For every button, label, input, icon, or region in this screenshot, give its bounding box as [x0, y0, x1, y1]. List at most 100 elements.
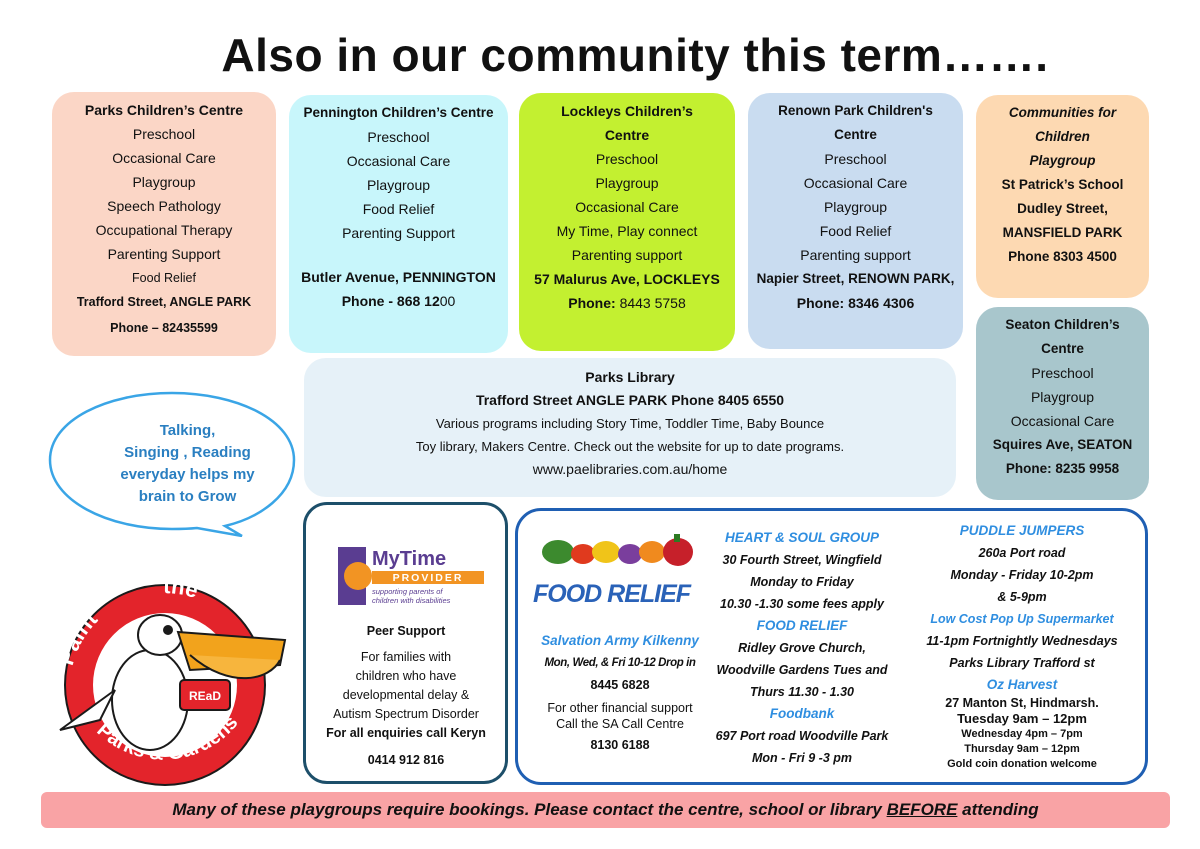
mytime-line: For families with [360, 650, 452, 664]
parks-phone: Phone – 82435599 [110, 321, 218, 335]
lockleys-phone-label: Phone: [568, 295, 616, 311]
mytime-provider-card [303, 502, 508, 784]
parks-line: Occasional Care [112, 150, 216, 166]
mytime-line: developmental delay & [342, 688, 470, 702]
lockleys-address: 57 Malurus Ave, LOCKLEYS [534, 271, 720, 287]
communities-for-children-card: Communities for Children Playgroup St Pa… [976, 95, 1149, 298]
bubble-line: brain to Grow [138, 488, 237, 505]
mytime-logo-tag: supporting parents of [372, 587, 443, 596]
mytime-logo-tag: children with disabilities [372, 596, 451, 605]
mytime-provider-logo: MyTime PROVIDER supporting parents of ch… [338, 547, 484, 605]
pennington-name: Pennington Children’s Centre [303, 105, 494, 120]
ozharvest-line: Thursday 9am – 12pm [964, 743, 1080, 755]
heart-soul-line: 30 Fourth Street, Wingfield [722, 553, 882, 567]
parks-childrens-centre-card: Parks Children’s Centre Preschool Occasi… [52, 92, 276, 356]
food-relief-heading: FOOD RELIEF [756, 618, 848, 633]
parks-line: Parenting Support [107, 246, 221, 262]
mytime-heading: Peer Support [366, 624, 446, 638]
bubble-line: Singing , Reading [124, 444, 251, 461]
pennington-address: Butler Avenue, PENNINGTON [301, 269, 496, 285]
cfc-line: Playgroup [1029, 153, 1096, 168]
library-line: Toy library, Makers Centre. Check out th… [415, 439, 845, 454]
pennington-phone: Phone - 868 1200 [289, 289, 508, 313]
renown-line: Preschool [824, 151, 887, 167]
svg-text:the: the [163, 573, 201, 603]
mytime-logo-word: MyTime [372, 548, 446, 570]
renown-address: Napier Street, RENOWN PARK, [756, 271, 955, 286]
vegetables-icon [542, 534, 693, 566]
speech-bubble [48, 391, 296, 537]
puddle-line: 260a Port road [978, 546, 1066, 560]
lockleys-phone: Phone: 8443 5758 [519, 291, 735, 315]
page-title: Also in our community this term……. [221, 29, 1049, 81]
lockleys-name: Lockleys Children’s [561, 103, 693, 119]
seaton-line: Preschool [1031, 365, 1094, 381]
parks-line: Playgroup [132, 174, 196, 190]
foodbank-heading: Foodbank [769, 706, 835, 721]
library-name: Parks Library [585, 369, 675, 385]
mascot-word-the: the [163, 573, 201, 603]
mascot-badge: REaD [189, 689, 221, 703]
ozharvest-line: Wednesday 4pm – 7pm [961, 728, 1083, 740]
seaton-name: Seaton Children’s [1005, 317, 1120, 332]
seaton-line: Occasional Care [1010, 413, 1115, 429]
renown-phone: Phone: 8346 4306 [796, 295, 915, 311]
bubble-line: everyday helps my [120, 466, 255, 483]
pennington-line: Parenting Support [342, 225, 455, 241]
seaton-line: Playgroup [1030, 389, 1095, 405]
notice-emph: BEFORE [886, 800, 958, 819]
pennington-line: Preschool [367, 129, 430, 145]
heart-soul-heading: HEART & SOUL GROUP [724, 530, 880, 545]
lockleys-phone-number: 8443 5758 [615, 295, 686, 311]
bubble-line: Talking, [159, 422, 216, 439]
renown-park-childrens-centre-card: Renown Park Children's Centre Preschool … [748, 93, 963, 349]
lockleys-line: Parenting support [571, 247, 683, 263]
lockleys-line: Playgroup [595, 175, 659, 191]
pennington-line: Food Relief [362, 201, 435, 217]
cfc-suburb: MANSFIELD PARK [1002, 225, 1123, 240]
ozharvest-heading: Oz Harvest [986, 677, 1058, 692]
other-support: Call the SA Call Centre [556, 717, 684, 731]
mytime-line: children who have [355, 669, 457, 683]
parks-line: Preschool [132, 126, 196, 142]
lockleys-name: Centre [604, 127, 650, 143]
renown-line: Occasional Care [803, 175, 908, 191]
notice-post: attending [957, 800, 1039, 819]
mytime-phone: 0414 912 816 [367, 753, 445, 767]
pennington-phone-label: Phone - 868 12 [341, 293, 440, 309]
paint-the-parks-mascot-logo: Paint the Parks & Gardens REaD [53, 573, 287, 786]
parks-line: Speech Pathology [107, 198, 221, 214]
seaton-name: Centre [1041, 341, 1084, 356]
heart-and-soul-column: HEART & SOUL GROUP 30 Fourth Street, Win… [702, 527, 902, 769]
lockleys-childrens-centre-card: Lockleys Children’s Centre Preschool Pla… [519, 93, 735, 351]
lockleys-line: Preschool [595, 151, 659, 167]
heart-soul-line: Monday to Friday [750, 575, 854, 589]
booking-notice: Many of these playgroups require booking… [41, 792, 1170, 828]
seaton-address: Squires Ave, SEATON [992, 437, 1133, 452]
cfc-line: Communities for [1008, 105, 1117, 120]
salvation-days: Mon, Wed, & Fri 10-12 Drop in [544, 657, 696, 669]
mytime-logo-sub: PROVIDER [393, 572, 464, 584]
pennington-phone-tail: 00 [439, 293, 456, 309]
ozharvest-line: Tuesday 9am – 12pm [957, 711, 1087, 726]
other-phone: 8130 6188 [590, 738, 650, 752]
seaton-phone: Phone: 8235 9958 [1005, 461, 1120, 476]
foodbank-line: 697 Port road Woodville Park [715, 729, 889, 743]
food-relief-line: Woodville Gardens Tues and [716, 663, 888, 677]
other-support: For other financial support [547, 701, 693, 715]
puddle-line: & 5-9pm [997, 590, 1047, 604]
mytime-text: Peer Support For families with children … [306, 622, 506, 770]
renown-line: Parenting support [800, 247, 911, 263]
pennington-childrens-centre-card: Pennington Children’s Centre Preschool O… [289, 95, 508, 353]
popup-heading: Low Cost Pop Up Supermarket [930, 612, 1114, 626]
food-relief-line: Thurs 11.30 - 1.30 [750, 685, 854, 699]
parks-library-card: Parks Library Trafford Street ANGLE PARK… [304, 358, 956, 497]
food-relief-line: Ridley Grove Church, [738, 641, 866, 655]
popup-line: 11-1pm Fortnightly Wednesdays [926, 634, 1118, 648]
seaton-childrens-centre-card: Seaton Children’s Centre Preschool Playg… [976, 307, 1149, 500]
library-address: Trafford Street ANGLE PARK Phone 8405 65… [475, 392, 785, 408]
library-url[interactable]: www.paelibraries.com.au/home [532, 461, 728, 477]
ozharvest-line: Gold coin donation welcome [947, 758, 1097, 770]
cfc-line: Children [1035, 129, 1090, 144]
food-relief-title: FOOD RELIEF [533, 580, 691, 608]
